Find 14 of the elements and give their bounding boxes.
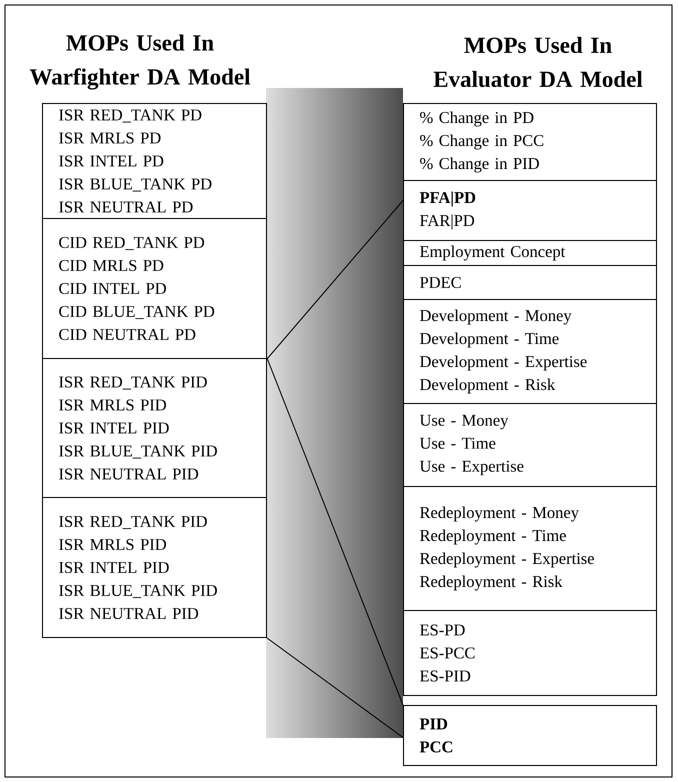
list-box: % Change in PD % Change in PCC % Change in PID: [403, 103, 657, 181]
list-box: PID PCC: [403, 705, 657, 766]
connector-line: [266, 638, 404, 738]
list-box: ISR RED_TANK PID ISR MRLS PID ISR INTEL PID ISR BLUE_TANK PID ISR NEUTRAL PID: [42, 358, 267, 498]
connector-line: [266, 358, 404, 706]
connector-line: [266, 200, 404, 360]
list-box: Redeployment - Money Redeployment - Time Redeployment - Expertise Redeployment - Risk: [403, 486, 657, 611]
list-box: ISR RED_TANK PD ISR MRLS PD ISR INTEL PD ISR BLUE_TANK PD ISR NEUTRAL PD: [42, 103, 267, 219]
list-box: CID RED_TANK PD CID MRLS PD CID INTEL PD CID BLUE_TANK PD CID NEUTRAL PD: [42, 218, 267, 359]
list-box: Use - Money Use - Time Use - Expertise: [403, 403, 657, 487]
list-box: ES-PD ES-PCC ES-PID: [403, 610, 657, 696]
list-box: Employment Concept: [403, 240, 657, 266]
list-box: PDEC: [403, 265, 657, 300]
list-box: ISR RED_TANK PID ISR MRLS PID ISR INTEL PID ISR BLUE_TANK PID ISR NEUTRAL PID: [42, 497, 267, 638]
